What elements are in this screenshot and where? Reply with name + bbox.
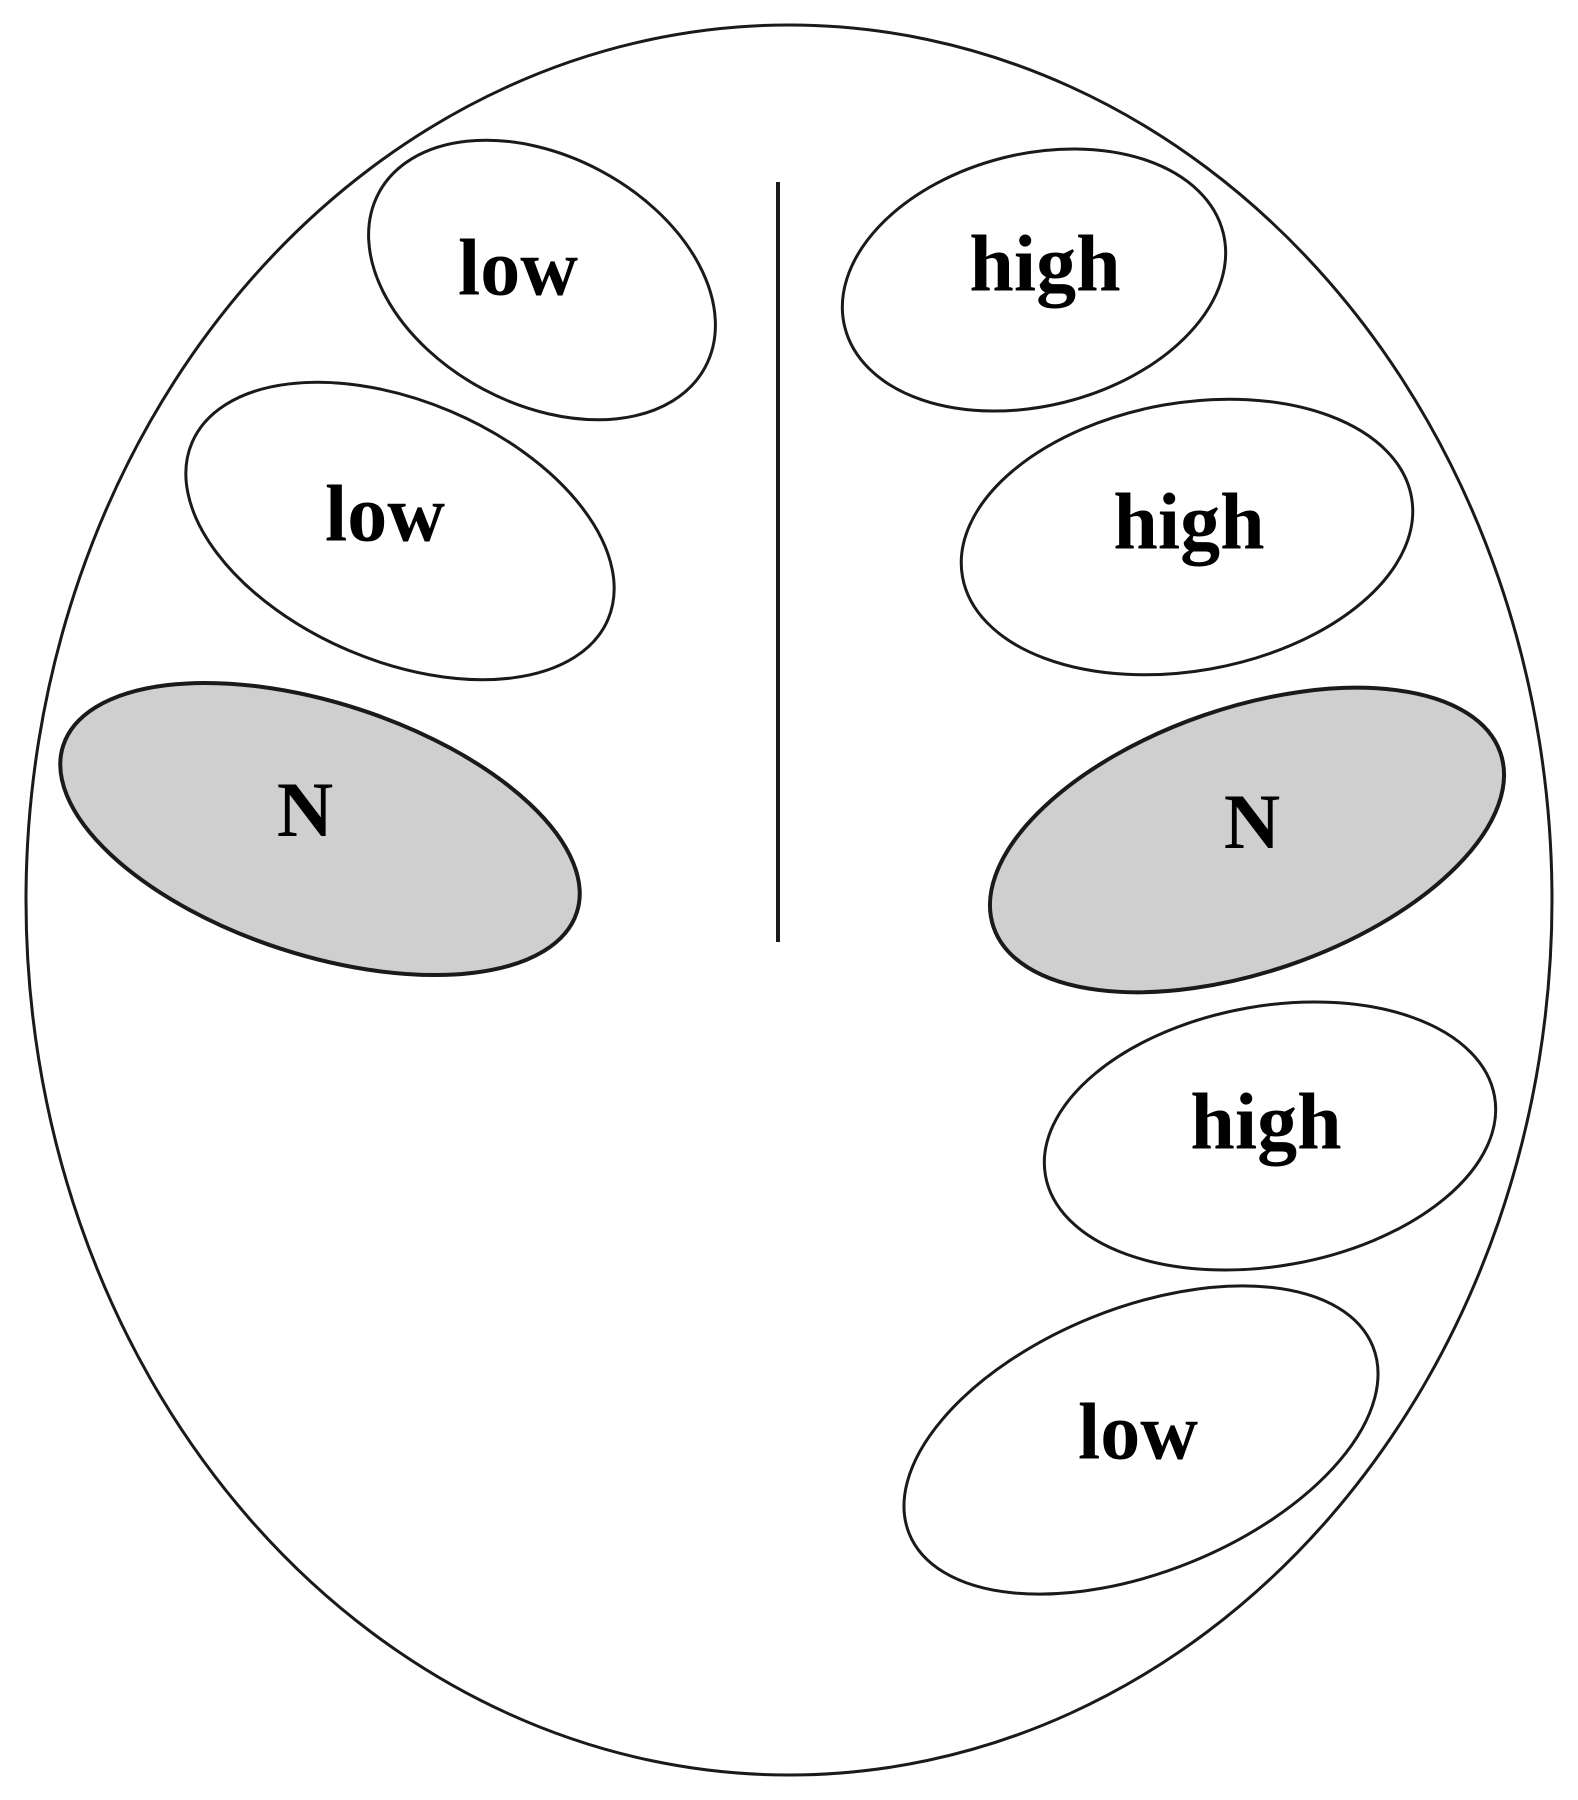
- region-left-2-label: low: [325, 470, 445, 558]
- region-right-2-label: high: [1113, 478, 1264, 566]
- region-right-4-label: high: [1190, 1078, 1341, 1166]
- region-left-1-shape: [367, 138, 717, 422]
- region-right-3-shape: [987, 685, 1507, 995]
- region-right-4-shape: [1042, 1000, 1498, 1272]
- region-left-1-label: low: [458, 224, 578, 312]
- region-left-3-shape: [58, 680, 582, 978]
- region-left-3: [58, 680, 582, 978]
- region-right-5-label: low: [1078, 1388, 1198, 1476]
- region-right-3: [987, 685, 1507, 995]
- region-right-1: [840, 147, 1228, 413]
- region-right-2: [959, 397, 1415, 677]
- region-left-2-shape: [184, 380, 616, 682]
- region-left-2: [184, 380, 616, 682]
- region-right-5-shape: [902, 1284, 1380, 1596]
- region-right-2-shape: [959, 397, 1415, 677]
- region-right-4: [1042, 1000, 1498, 1272]
- region-left-3-label: N: [277, 766, 333, 853]
- region-right-1-shape: [840, 147, 1228, 413]
- region-right-1-label: high: [969, 220, 1120, 308]
- region-right-3-label: N: [1224, 778, 1280, 865]
- region-left-1: [367, 138, 717, 422]
- region-right-5: [902, 1284, 1380, 1596]
